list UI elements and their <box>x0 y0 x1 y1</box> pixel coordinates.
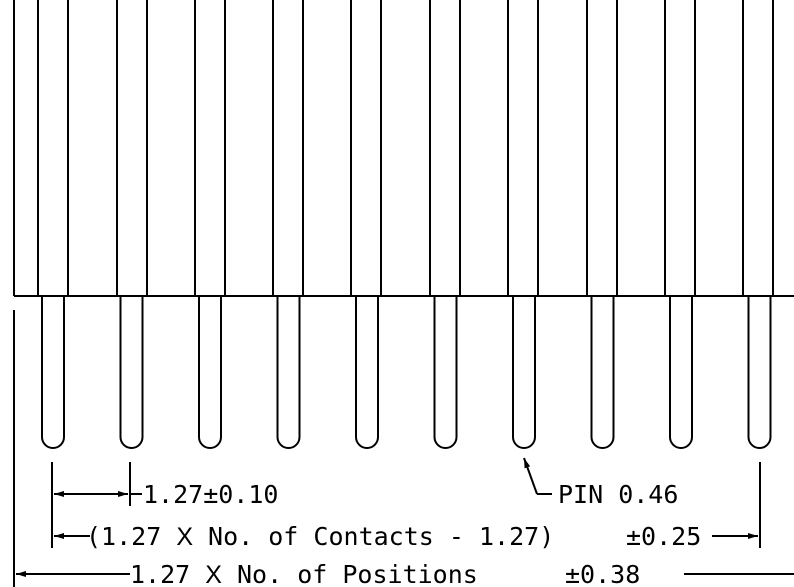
pin <box>41 296 65 449</box>
positions-mid: No. of Positions <box>222 560 478 587</box>
contacts-open: (1.27 <box>86 522 176 551</box>
pin <box>512 296 536 449</box>
pin <box>198 296 222 449</box>
contacts-close: ) <box>539 522 554 551</box>
contacts-span-label: (1.27 X No. of Contacts - 1.27) <box>86 522 554 551</box>
pin <box>433 296 458 449</box>
pin <box>669 296 693 449</box>
pin-callout-label: PIN 0.46 <box>558 480 678 509</box>
pin <box>747 296 772 449</box>
contacts-tolerance: ±0.25 <box>626 522 701 551</box>
pin <box>590 296 615 449</box>
pin-group <box>41 296 772 449</box>
pin <box>355 296 379 449</box>
pin-callout-leader <box>523 457 538 495</box>
positions-tolerance: ±0.38 <box>565 560 640 587</box>
pin <box>119 296 144 449</box>
positions-span-label: 1.27 X No. of Positions <box>130 560 478 587</box>
pin <box>276 296 301 449</box>
contacts-mid: No. of Contacts - 1.27 <box>193 522 539 551</box>
dimension-lines <box>13 310 794 587</box>
connector-body <box>13 0 794 297</box>
positions-lead: 1.27 <box>130 560 205 587</box>
positions-times: X <box>205 561 222 587</box>
contacts-times: X <box>176 523 193 551</box>
pitch-dimension-label: 1.27±0.10 <box>143 480 278 509</box>
